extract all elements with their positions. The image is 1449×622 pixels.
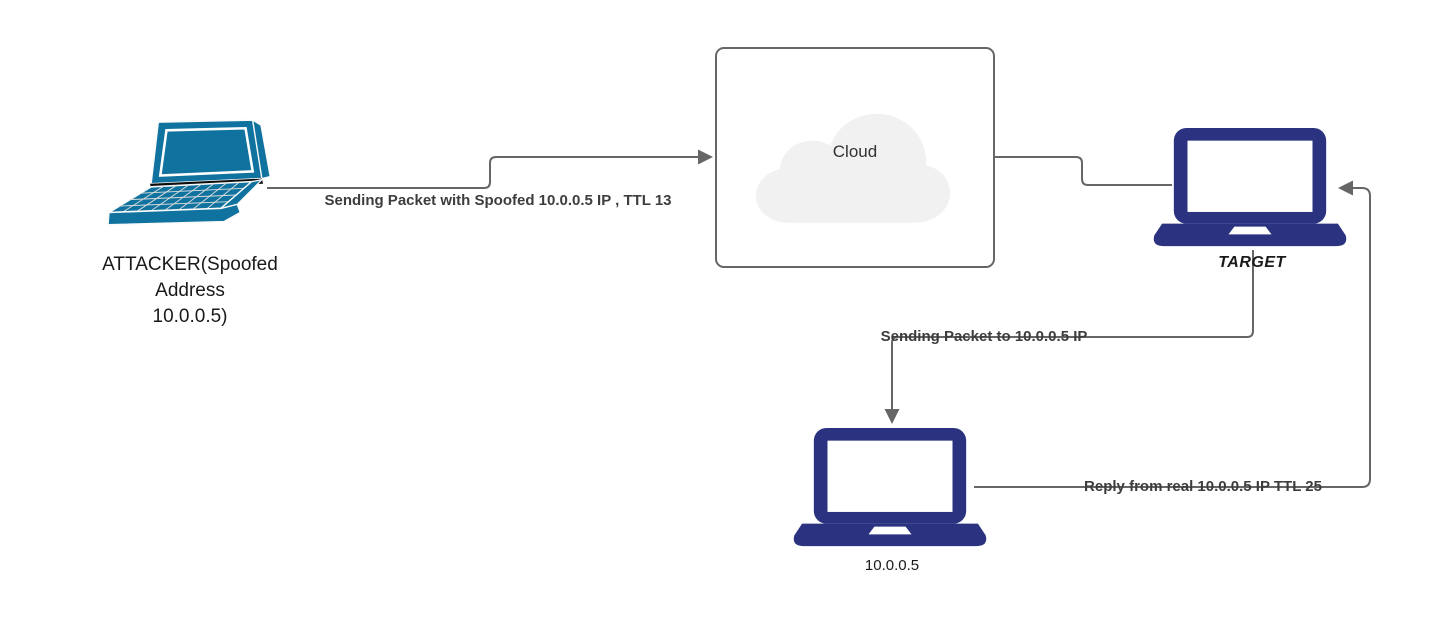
edge-label-spoofed-packet: Sending Packet with Spoofed 10.0.0.5 IP … [324,192,672,209]
target-label: TARGET [1218,254,1286,271]
edge-attacker-to-cloud [267,156,699,189]
arrowhead-right-icon [698,149,713,165]
connector-lines [267,156,1371,488]
arrowheads [698,149,1353,424]
edge-cloud-to-target [994,156,1172,186]
target-laptop-icon [1153,127,1347,247]
real-host-label: 10.0.0.5 [864,557,920,574]
cloud-icon [755,113,951,223]
real-host-laptop-icon [793,427,987,547]
arrowhead-down-icon [884,409,900,424]
edge-target-to-realhost [891,250,1254,410]
edge-label-reply: Reply from real 10.0.0.5 IP TTL 25 [1084,478,1322,495]
arrowhead-left-icon [1338,180,1353,196]
edge-label-sending-packet: Sending Packet to 10.0.0.5 IP [880,328,1088,345]
cloud-box: Cloud [715,47,995,268]
attacker-label: ATTACKER(Spoofed Address 10.0.0.5) [102,254,278,327]
edge-realhost-to-target [974,187,1371,488]
attacker-laptop-icon [106,118,271,226]
cloud-label: Cloud [832,142,878,161]
